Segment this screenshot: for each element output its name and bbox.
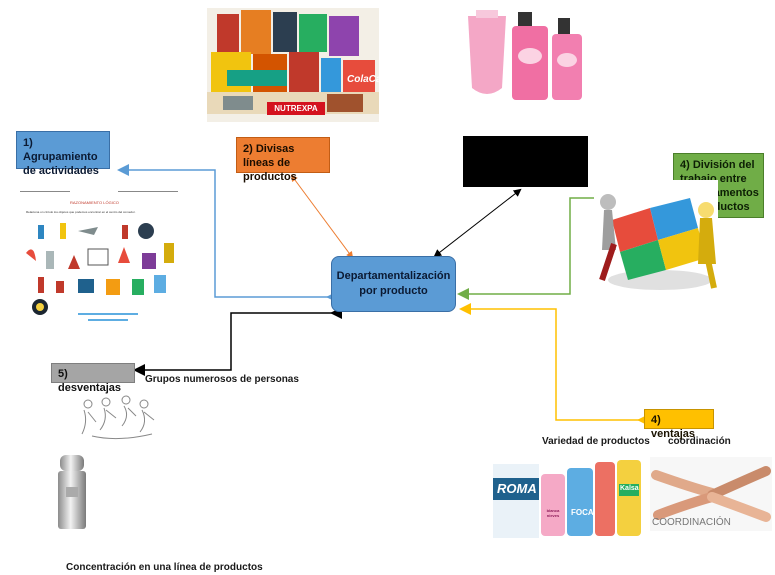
divisas-box: 2) Divisas líneas de productos [236,137,330,183]
blanca-brand: blanca nieves [546,508,560,518]
kalsa-brand: Kalsa [620,485,639,492]
svg-text:ColaCao: ColaCao [347,74,379,85]
concentracion-label: Concentración en una línea de productos [66,562,263,573]
desventajas-box: 5) desventajas [51,363,135,394]
worksheet-instruction: Relaciona un círculo los objetos que pod… [26,210,136,214]
black-placeholder [463,136,588,187]
foca-brand: FOCA [571,508,594,517]
worksheet-clipart: RAZONAMIENTO LÓGICO Relaciona un círculo… [18,183,188,335]
puzzle-teamwork-photo [594,180,718,296]
agrupamiento-box: 1) Agrupamiento de actividades [16,131,110,177]
arrow-black-box [433,188,522,258]
silver-bottle-photo [46,453,98,533]
pink-cosmetics-photo [462,8,588,104]
ventajas-box: 4) ventajas [644,409,714,440]
variedad-label: Variedad de productos [542,436,650,447]
worksheet-title: RAZONAMIENTO LÓGICO [70,200,119,205]
grocery-products-photo: ColaCao NUTREXPA [207,8,379,122]
arrow-agrupamiento [117,164,338,303]
cleaning-products-photo: ROMA blanca nieves FOCA Kalsa [491,458,643,540]
center-node: Departamentalización por producto [331,256,456,312]
roma-brand: ROMA [497,481,537,496]
joined-hands-photo: COORDINACIÓN [650,457,772,531]
arrow-divisas [290,174,354,259]
grupos-label: Grupos numerosos de personas [145,374,299,385]
arrow-desventajas [133,307,342,376]
people-sketch-drawing [78,392,160,442]
arrow-ventajas [459,303,649,426]
nutrexpa-logo: NUTREXPA [267,102,325,115]
coordinacion-label: coordinación [668,436,731,447]
coordinacion-caption: COORDINACIÓN [652,517,731,528]
